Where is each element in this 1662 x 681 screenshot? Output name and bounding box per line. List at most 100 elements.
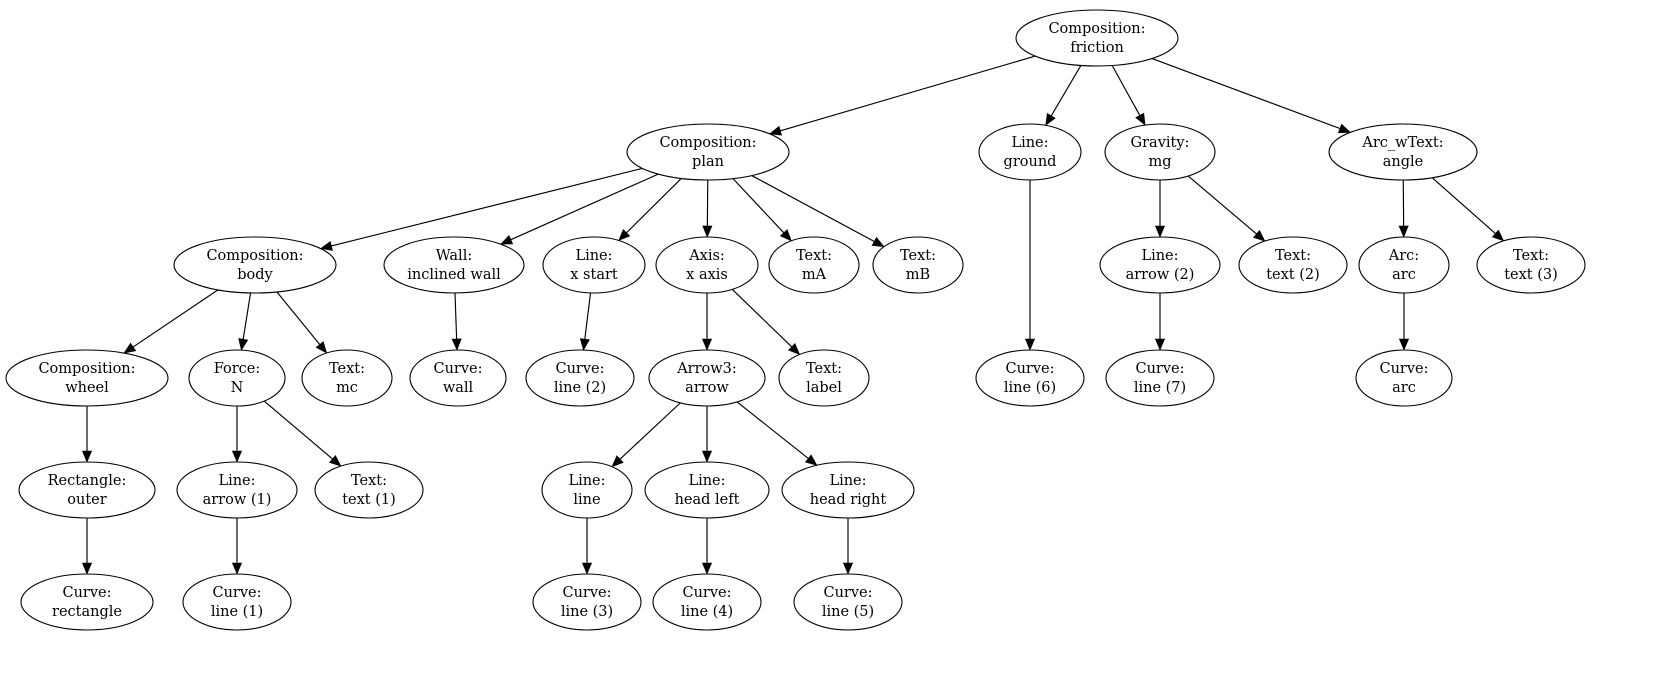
graph-node-xstart[interactable]: Line:x start — [542, 236, 646, 294]
graph-node-body[interactable]: Composition: body — [173, 236, 337, 294]
node-label-type: Curve: — [1005, 361, 1054, 377]
node-ellipse — [1015, 9, 1179, 67]
graph-node-line4[interactable]: Curve:line (4) — [652, 573, 762, 631]
graph-node-mg[interactable]: Gravity:mg — [1104, 123, 1216, 181]
node-ellipse — [1476, 236, 1586, 294]
graph-node-angle[interactable]: Arc_wText:angle — [1328, 123, 1478, 181]
arrowhead-icon — [231, 450, 243, 463]
edge-body-to-wheel — [123, 289, 219, 354]
graph-node-line7[interactable]: Curve:line (7) — [1105, 349, 1215, 407]
graph-node-curvewall[interactable]: Curve:wall — [409, 349, 507, 407]
graph-node-ground[interactable]: Line:ground — [978, 123, 1082, 181]
arrowhead-icon — [1337, 123, 1351, 134]
edge-line — [584, 292, 592, 340]
arrowhead-icon — [611, 455, 624, 468]
node-label-type: Rectangle: — [48, 473, 127, 489]
node-label-name: text (1) — [342, 492, 396, 508]
node-ellipse — [176, 461, 298, 519]
edge-mg-to-arrow2 — [1154, 180, 1166, 238]
arrowhead-icon — [1024, 338, 1036, 351]
node-label-type: Curve: — [555, 361, 604, 377]
node-label-name: line (6) — [1004, 380, 1056, 396]
node-label-name: inclined wall — [407, 267, 501, 283]
node-label-name: mA — [802, 267, 827, 283]
graph-node-mc[interactable]: Text:mc — [301, 349, 393, 407]
graph-node-line2[interactable]: Curve:line (2) — [525, 349, 635, 407]
arrowhead-icon — [701, 450, 713, 463]
edge-line — [510, 173, 659, 241]
edge-arrow3-to-lineline — [611, 402, 681, 468]
graph-node-line5[interactable]: Curve:line (5) — [793, 573, 903, 631]
graph-node-text2[interactable]: Text:text (2) — [1238, 236, 1348, 294]
graph-node-headleft[interactable]: Line:head left — [644, 461, 770, 519]
graph-node-text3[interactable]: Text: text (3) — [1476, 236, 1586, 294]
node-label-type: Text: — [900, 248, 936, 264]
node-ellipse — [301, 349, 393, 407]
graph-node-arcnode[interactable]: Arc:arc — [1358, 236, 1450, 294]
edge-friction-to-plan — [769, 55, 1036, 136]
node-label-type: Composition: — [38, 361, 135, 377]
node-label-type: Arc: — [1388, 248, 1419, 264]
edge-forceN-to-arrow1 — [231, 406, 243, 463]
node-ellipse — [872, 236, 964, 294]
edge-xaxis-to-arrow3 — [701, 293, 713, 351]
edge-wheel-to-outer — [81, 406, 93, 463]
arrowhead-icon — [81, 562, 93, 575]
arrowhead-icon — [804, 454, 818, 466]
node-label-name: wall — [443, 380, 474, 396]
graph-node-line6[interactable]: Curve: line (6) — [975, 349, 1085, 407]
nodes-layer: Composition:frictionComposition:planLine… — [5, 9, 1586, 631]
node-label-type: Text: — [1513, 248, 1549, 264]
graph-node-rectangle[interactable]: Curve:rectangle — [20, 573, 154, 631]
graph-node-line1[interactable]: Curve:line (1) — [182, 573, 292, 631]
node-ellipse — [652, 573, 762, 631]
arrowhead-icon — [701, 338, 713, 351]
arrowhead-icon — [871, 236, 885, 248]
arrowhead-icon — [579, 338, 590, 351]
node-label-type: Arc_wText: — [1361, 135, 1443, 151]
edge-line — [242, 292, 252, 340]
node-label-name: arrow (2) — [1126, 267, 1195, 283]
node-label-type: Gravity: — [1131, 135, 1190, 151]
graph-node-mA[interactable]: Text:mA — [768, 236, 860, 294]
edge-arrow3-to-headleft — [701, 406, 713, 463]
arrowhead-icon — [451, 338, 462, 351]
node-label-name: label — [806, 380, 842, 396]
graph-node-line3[interactable]: Curve:line (3) — [532, 573, 642, 631]
graph-node-inclinedwall[interactable]: Wall:inclined wall — [383, 236, 525, 294]
arrowhead-icon — [1045, 113, 1056, 127]
arrowhead-icon — [581, 562, 593, 575]
arrowhead-icon — [1135, 112, 1146, 126]
graph-node-outer[interactable]: Rectangle:outer — [18, 461, 156, 519]
graph-node-arrow2[interactable]: Line:arrow (2) — [1099, 236, 1221, 294]
graph-node-headright[interactable]: Line:head right — [781, 461, 915, 519]
node-label-name: x axis — [686, 267, 728, 283]
edge-line — [1111, 65, 1141, 116]
graph-node-text1[interactable]: Text:text (1) — [314, 461, 424, 519]
graph-node-friction[interactable]: Composition:friction — [1015, 9, 1179, 67]
graph-node-arrow1[interactable]: Line:arrow (1) — [176, 461, 298, 519]
graph-node-xaxis[interactable]: Axis:x axis — [655, 236, 759, 294]
edge-headright-to-line5 — [842, 518, 854, 575]
node-label-type: Force: — [214, 361, 261, 377]
node-label-name: text (3) — [1504, 267, 1558, 283]
graph-node-wheel[interactable]: Composition:wheel — [5, 349, 169, 407]
graph-node-curvearc[interactable]: Curve:arc — [1355, 349, 1453, 407]
node-label-name: line — [573, 492, 600, 508]
graph-node-lineline[interactable]: Line:line — [541, 461, 633, 519]
graph-node-plan[interactable]: Composition:plan — [626, 123, 790, 181]
graph-node-label[interactable]: Text:label — [778, 349, 870, 407]
node-label-name: head left — [675, 492, 740, 508]
graph-node-arrow3[interactable]: Arrow3:arrow — [648, 349, 766, 407]
node-ellipse — [778, 349, 870, 407]
node-label-type: Composition: — [206, 248, 303, 264]
node-label-type: Text: — [1275, 248, 1311, 264]
edge-arrow2-to-line7 — [1154, 293, 1166, 351]
arrowhead-icon — [701, 562, 713, 575]
node-label-name: body — [237, 267, 273, 283]
graph-node-forceN[interactable]: Force:N — [188, 349, 286, 407]
arrowhead-icon — [238, 338, 249, 351]
node-label-name: plan — [692, 154, 724, 170]
graph-node-mB[interactable]: Text:mB — [872, 236, 964, 294]
node-label-name: angle — [1383, 154, 1423, 170]
